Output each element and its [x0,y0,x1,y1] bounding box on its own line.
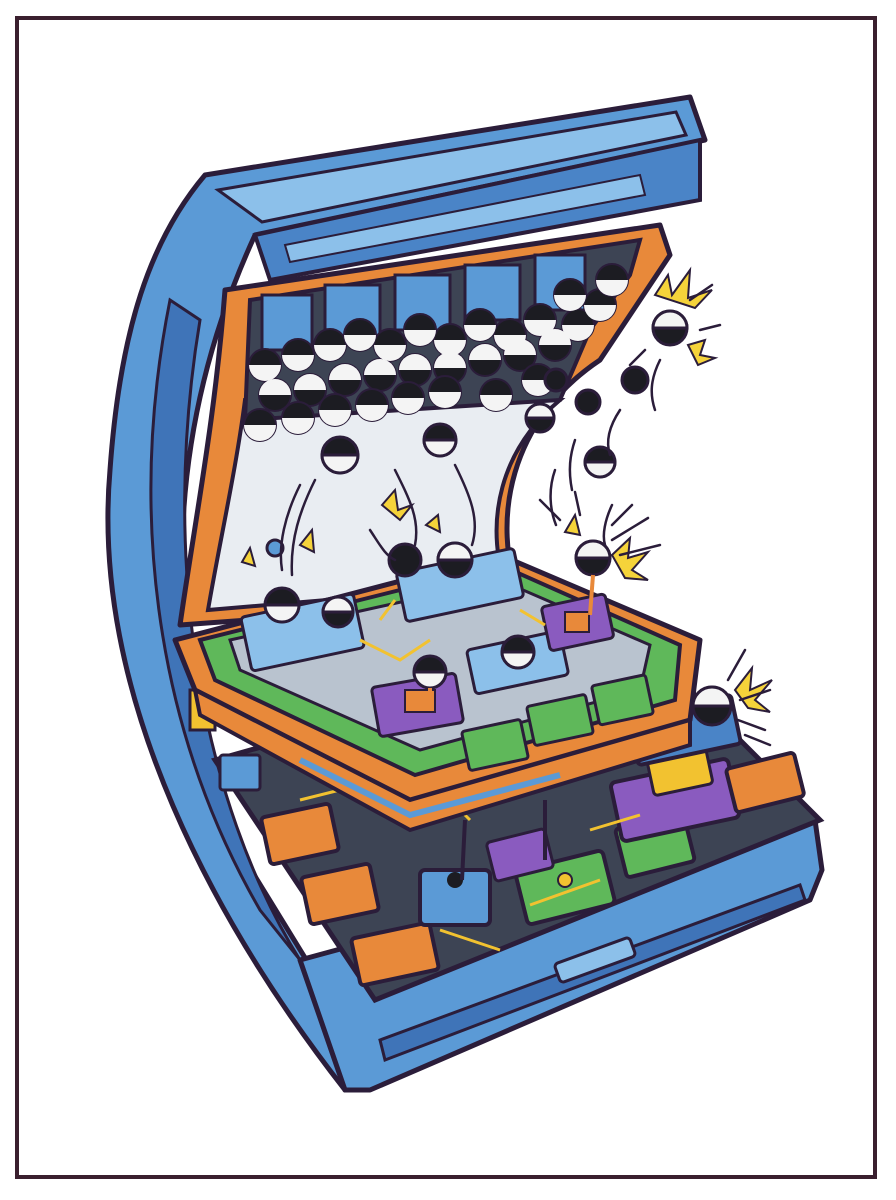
balls [243,263,733,727]
laptop-shell-icon [105,94,825,1093]
ball-icon [263,309,733,727]
spark-icon [240,266,773,713]
picture-frame [15,16,877,1179]
motion-lines [279,358,662,577]
spark-rays [538,283,772,747]
